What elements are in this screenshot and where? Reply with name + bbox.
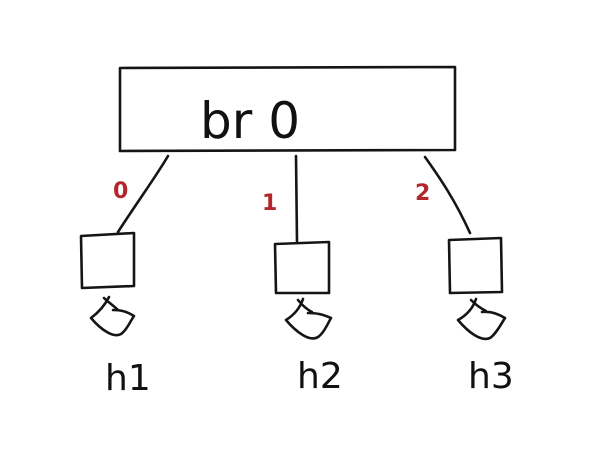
switch-label: br 0: [200, 92, 300, 150]
host-h1: h1: [79, 231, 151, 399]
port-label-2: 2: [415, 181, 430, 206]
port-label-1: 1: [262, 191, 277, 216]
hanger-icon: [284, 297, 333, 340]
hanger-icon: [89, 295, 136, 337]
host-port-square: [79, 231, 136, 290]
port-label-0: 0: [113, 179, 128, 204]
host-port-square: [447, 236, 504, 295]
links: [116, 154, 472, 244]
hanger-icon: [456, 297, 507, 341]
link-port-1: [294, 154, 299, 244]
host-label: h1: [105, 358, 151, 399]
host-label: h2: [297, 356, 343, 397]
switch-node: br 0: [118, 65, 457, 153]
switch-box: [118, 65, 457, 153]
port-labels: 0 1 2: [113, 179, 430, 216]
host-label: h3: [468, 356, 514, 397]
host-port-square: [273, 240, 331, 295]
host-h3: h3: [447, 236, 514, 397]
link-port-0: [116, 154, 170, 234]
link-port-2: [423, 155, 472, 235]
host-h2: h2: [273, 240, 343, 397]
